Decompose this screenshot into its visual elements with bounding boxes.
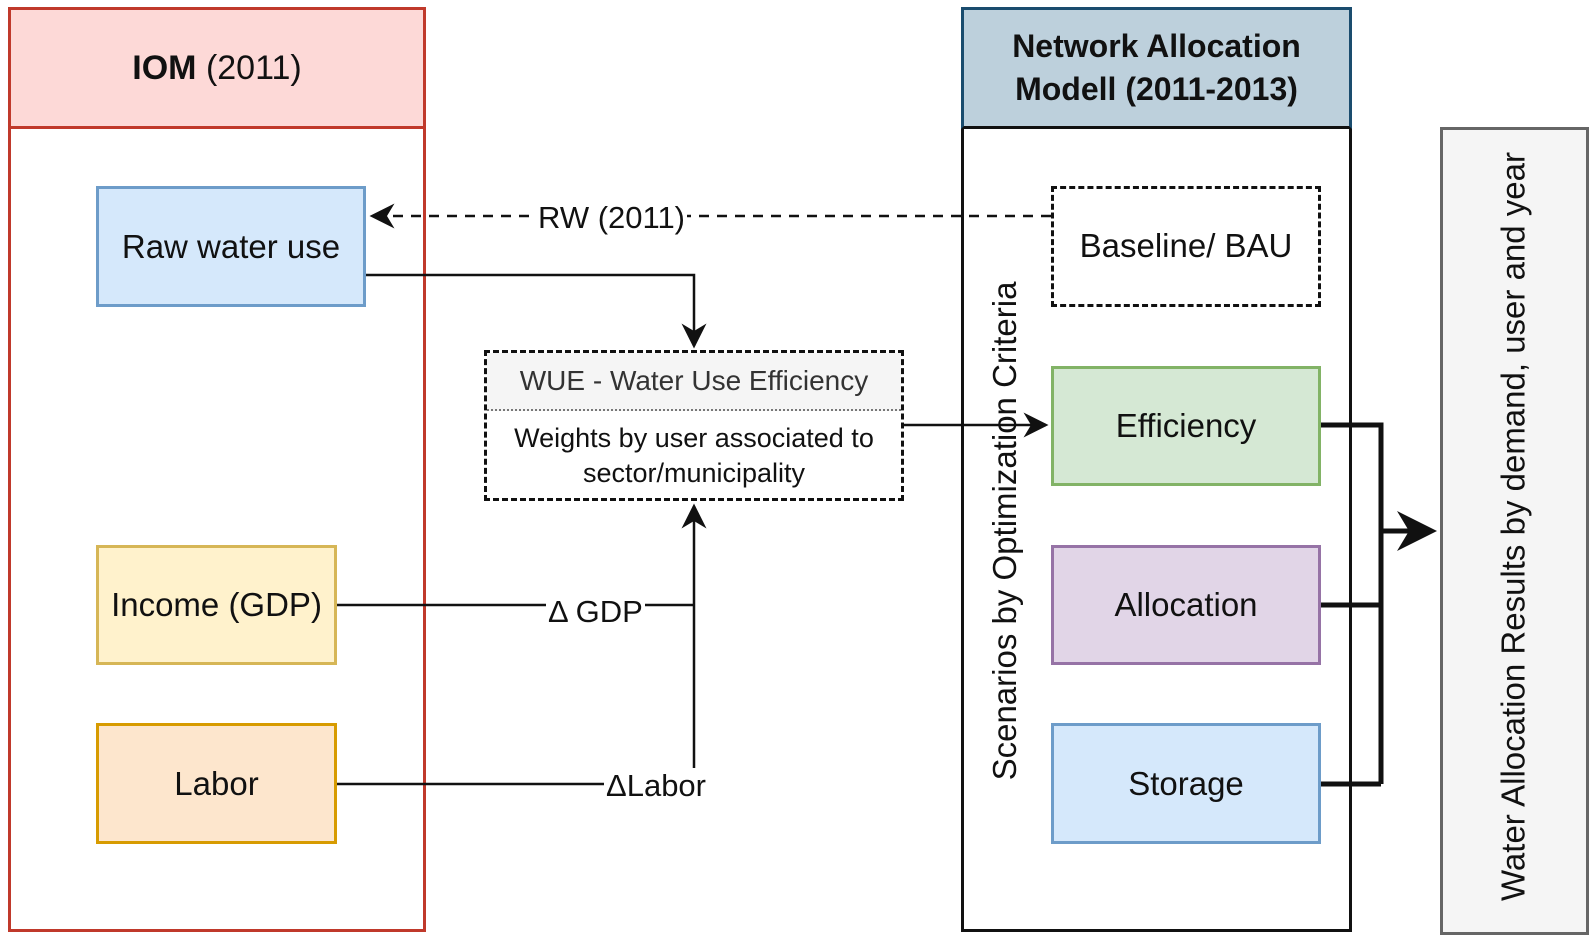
gdp-edge-label: Δ GDP bbox=[546, 594, 645, 630]
rw-edge-label: RW (2011) bbox=[536, 200, 688, 236]
storage-node: Storage bbox=[1051, 723, 1321, 844]
scenarios-label: Scenarios by Optimization Criteria bbox=[986, 281, 1023, 781]
raw-water-use-node: Raw water use bbox=[96, 186, 366, 307]
results-label: Water Allocation Results by demand, user… bbox=[1494, 152, 1532, 901]
efficiency-node: Efficiency bbox=[1051, 366, 1321, 486]
efficiency-out-edge bbox=[1321, 422, 1384, 784]
network-lane-header: Network Allocation Modell (2011-2013) bbox=[961, 7, 1352, 129]
income-gdp-node: Income (GDP) bbox=[96, 545, 337, 665]
labor-edge-label: ΔLabor bbox=[604, 768, 708, 804]
iom-title-bold: IOM bbox=[132, 48, 197, 87]
allocation-node: Allocation bbox=[1051, 545, 1321, 665]
iom-lane-header: IOM (2011) bbox=[8, 7, 426, 129]
raw-to-wue-edge bbox=[366, 273, 707, 349]
results-node bbox=[1440, 127, 1589, 935]
baseline-bau-node: Baseline/ BAU bbox=[1051, 186, 1321, 307]
wue-body: Weights by user associated to sector/mun… bbox=[514, 422, 874, 488]
wue-title: WUE - Water Use Efficiency bbox=[487, 353, 901, 411]
labor-node: Labor bbox=[96, 723, 337, 844]
labor-edge bbox=[337, 503, 707, 786]
iom-title-year: (2011) bbox=[196, 48, 302, 87]
